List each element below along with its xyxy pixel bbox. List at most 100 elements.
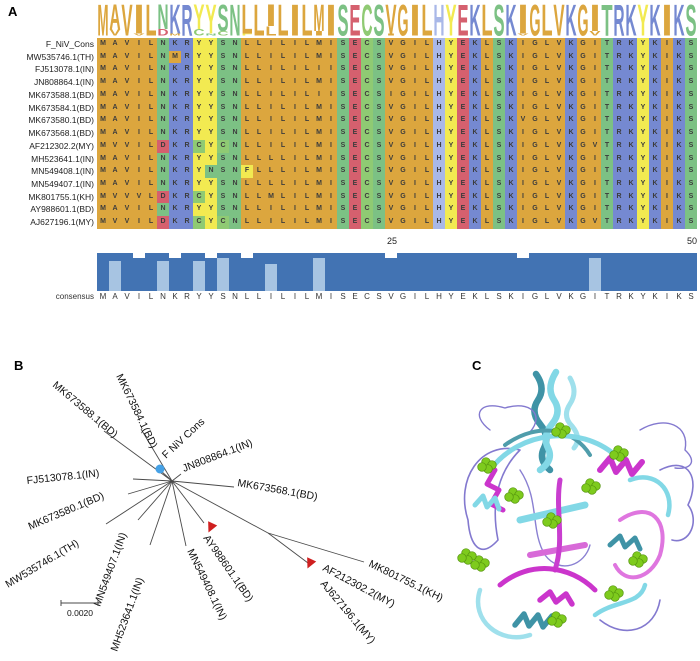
- residue-cell: C: [361, 38, 373, 51]
- residue-cell: S: [685, 190, 697, 204]
- consensus-letter: E: [352, 292, 358, 301]
- residue-cell: C: [361, 76, 373, 89]
- residue-cell: E: [457, 101, 469, 115]
- green-sphere: [504, 492, 514, 502]
- residue-cell: L: [421, 76, 433, 89]
- residue-cell: S: [493, 88, 505, 102]
- residue-cell: C: [361, 178, 373, 191]
- residue-cell: G: [577, 50, 589, 64]
- logo-letter: L: [145, 0, 156, 40]
- residue-cell: K: [649, 190, 661, 204]
- residue-cell: I: [133, 216, 145, 229]
- residue-cell: I: [517, 216, 529, 229]
- consensus-letter: K: [652, 292, 658, 301]
- residue-cell: L: [481, 178, 493, 191]
- consensus-bar: [241, 257, 253, 291]
- residue-cell: L: [265, 178, 277, 191]
- residue-cell: K: [625, 178, 637, 191]
- residue-cell: G: [529, 216, 541, 229]
- residue-cell: L: [421, 63, 433, 77]
- residue-cell: L: [421, 216, 433, 229]
- residue-cell: I: [661, 63, 673, 77]
- residue-cell: L: [481, 203, 493, 217]
- residue-cell: I: [325, 152, 337, 166]
- consensus-bar: [265, 253, 277, 265]
- residue-cell: I: [409, 152, 421, 166]
- consensus-letter: L: [304, 292, 310, 301]
- residue-cell: G: [529, 101, 541, 115]
- residue-cell: L: [541, 127, 553, 140]
- residue-cell: Y: [445, 152, 457, 166]
- consensus-letter: Y: [196, 292, 202, 301]
- residue-cell: K: [625, 101, 637, 115]
- residue-cell: I: [289, 76, 301, 89]
- residue-cell: E: [349, 139, 361, 153]
- residue-cell: Y: [637, 63, 649, 77]
- consensus-bar: [481, 253, 493, 291]
- residue-cell: I: [289, 178, 301, 191]
- residue-cell: I: [589, 38, 601, 51]
- residue-cell: I: [409, 38, 421, 51]
- consensus-bar: [133, 257, 145, 291]
- residue-cell: L: [253, 165, 265, 179]
- residue-cell: I: [325, 76, 337, 89]
- residue-cell: I: [133, 139, 145, 153]
- residue-cell: I: [325, 203, 337, 217]
- residue-cell: R: [613, 190, 625, 204]
- residue-cell: S: [373, 88, 385, 102]
- residue-cell: T: [601, 165, 613, 179]
- residue-cell: V: [517, 114, 529, 128]
- logo-letter: I: [325, 0, 336, 40]
- residue-cell: L: [301, 139, 313, 153]
- consensus-bar: [373, 253, 385, 291]
- residue-cell: I: [589, 203, 601, 217]
- residue-cell: M: [97, 165, 109, 179]
- residue-cell: K: [169, 152, 181, 166]
- residue-cell: I: [289, 50, 301, 64]
- residue-cell: K: [469, 178, 481, 191]
- residue-cell: G: [397, 101, 409, 115]
- residue-cell: G: [577, 38, 589, 51]
- residue-cell: S: [685, 63, 697, 77]
- residue-cell: S: [373, 203, 385, 217]
- residue-cell: N: [157, 76, 169, 89]
- residue-cell: I: [409, 139, 421, 153]
- residue-cell: I: [289, 216, 301, 229]
- residue-cell: I: [325, 190, 337, 204]
- residue-cell: S: [685, 152, 697, 166]
- residue-cell: E: [457, 63, 469, 77]
- residue-cell: S: [217, 50, 229, 64]
- residue-cell: S: [685, 139, 697, 153]
- residue-cell: L: [145, 63, 157, 77]
- residue-cell: V: [553, 76, 565, 89]
- residue-cell: I: [661, 178, 673, 191]
- residue-cell: G: [397, 38, 409, 51]
- residue-cell: S: [337, 152, 349, 166]
- residue-cell: I: [133, 203, 145, 217]
- residue-cell: G: [577, 88, 589, 102]
- logo-letter: M: [97, 0, 108, 40]
- residue-cell: N: [157, 152, 169, 166]
- residue-cell: R: [181, 152, 193, 166]
- residue-cell: L: [145, 216, 157, 229]
- residue-cell: S: [337, 101, 349, 115]
- residue-cell: L: [145, 139, 157, 153]
- residue-cell: L: [541, 190, 553, 204]
- residue-cell: E: [457, 139, 469, 153]
- residue-cell: E: [457, 216, 469, 229]
- logo-letter: G: [529, 0, 540, 40]
- residue-cell: K: [505, 216, 517, 229]
- residue-cell: D: [157, 190, 169, 204]
- residue-cell: L: [145, 178, 157, 191]
- residue-cell: Y: [637, 76, 649, 89]
- consensus-bar: [301, 253, 313, 291]
- residue-cell: G: [577, 216, 589, 229]
- residue-cell: L: [421, 139, 433, 153]
- residue-cell: S: [685, 114, 697, 128]
- residue-cell: V: [385, 203, 397, 217]
- residue-cell: R: [613, 139, 625, 153]
- residue-cell: Y: [445, 178, 457, 191]
- residue-cell: K: [469, 88, 481, 102]
- logo-letter: K: [625, 0, 636, 40]
- residue-cell: V: [121, 165, 133, 179]
